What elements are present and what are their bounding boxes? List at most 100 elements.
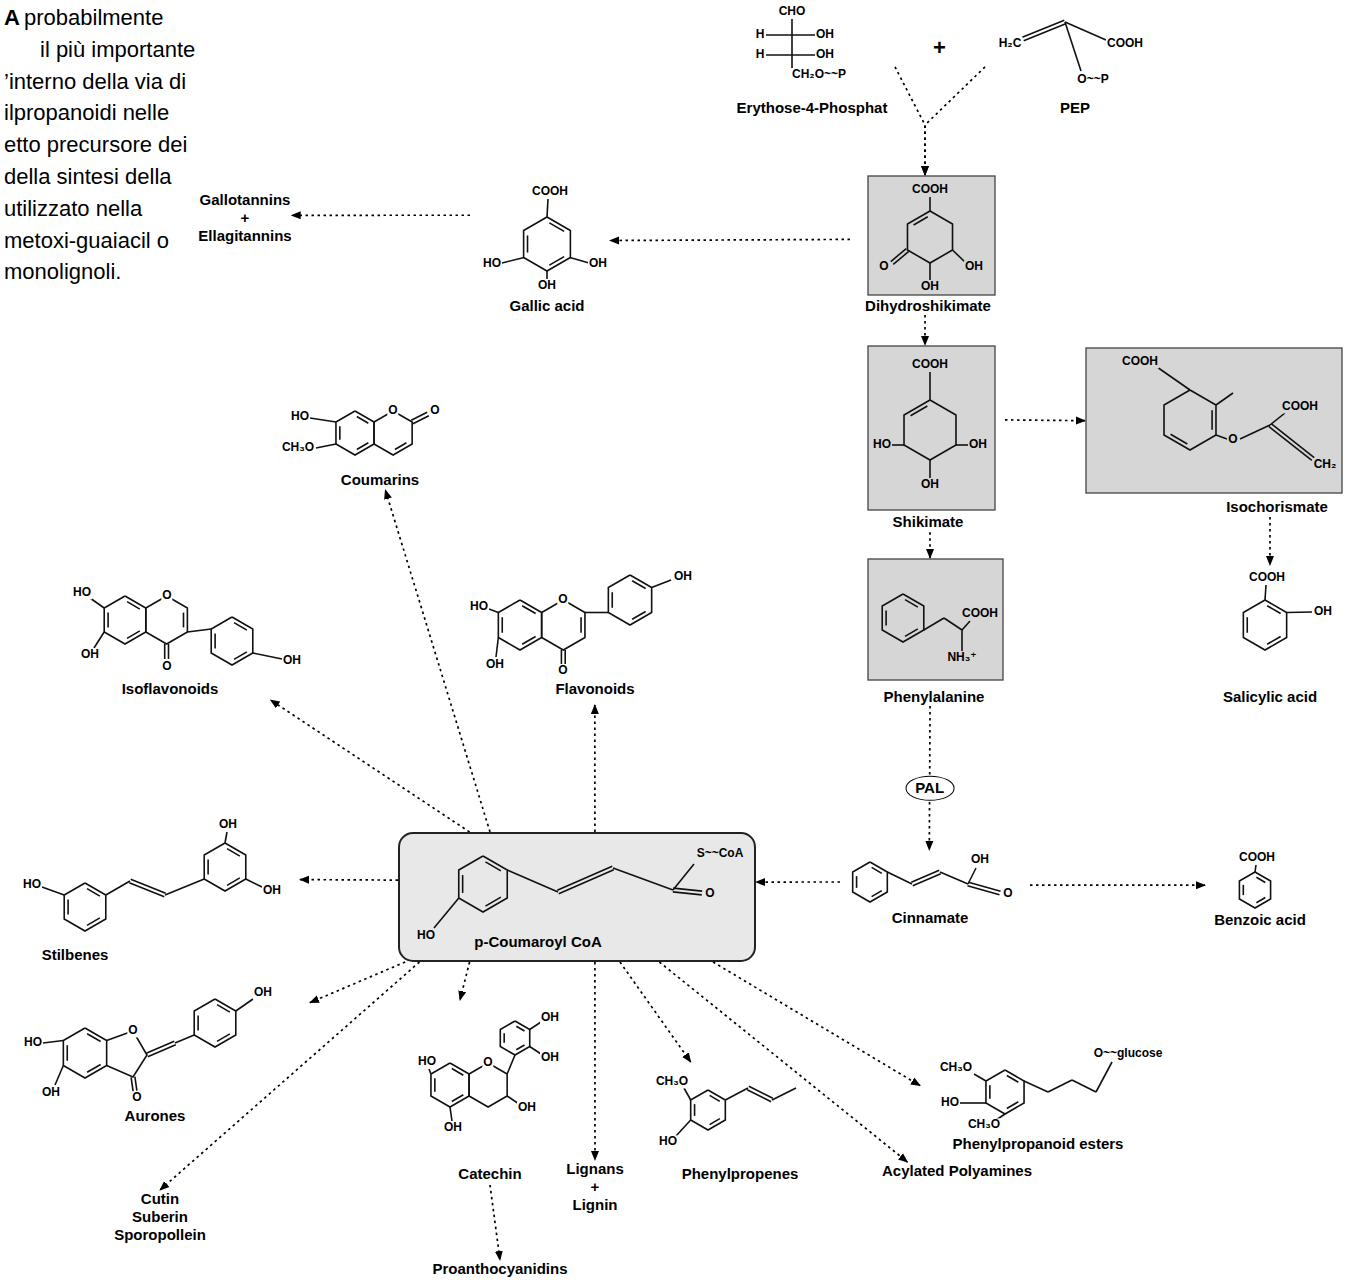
atom-label: OH (815, 28, 835, 41)
chemical-bond (66, 1045, 68, 1061)
chemical-bond (766, 34, 816, 36)
compound-name: Dihydroshikimate (865, 298, 991, 315)
chemical-bond (929, 197, 931, 211)
compound-node: FlavonoidsHOOOHOHO (465, 565, 730, 705)
chemical-bond (929, 372, 931, 400)
chemical-bond (165, 879, 204, 895)
chemical-bond (673, 864, 694, 890)
atom-label: CH₂ (1313, 458, 1338, 471)
chemical-bond (527, 235, 529, 252)
compound-name: Lignans + Lignin (566, 1160, 624, 1214)
structure-drawing (470, 182, 610, 315)
atom-label: COOH (1248, 571, 1286, 584)
chemical-bond (1271, 424, 1314, 458)
chemical-bond (175, 1035, 194, 1043)
chemical-bond (413, 416, 429, 424)
atom-label: H₂C (998, 37, 1023, 50)
chemical-bond (522, 606, 535, 614)
chemical-bond (1256, 898, 1265, 903)
atom-label: OH (968, 438, 988, 451)
chemical-bond (547, 199, 548, 217)
atom-label: OH (970, 853, 990, 866)
chemical-bond (63, 1028, 106, 1078)
chemical-bond (211, 617, 253, 665)
chemical-bond (246, 879, 262, 887)
chemical-bond (882, 594, 924, 642)
chemical-bond (43, 1041, 63, 1044)
caption-fragment: monolignoli. (4, 259, 121, 285)
compound-name: Phenylalanine (884, 689, 985, 706)
chemical-bond (608, 575, 651, 625)
atom-label: OH (282, 654, 302, 667)
chemical-bond (924, 618, 944, 630)
chemical-bond (207, 860, 209, 875)
atom-label: OH (920, 478, 940, 491)
compound-node: p-Coumaroyl CoAS~~CoAOHO (398, 832, 756, 962)
atom-label: COOH (1121, 355, 1159, 368)
chemical-bond (168, 644, 170, 659)
chemical-bond (87, 889, 100, 896)
compound-node: CoumarinsHOOOCH₃O (280, 398, 495, 490)
compound-node: IsoflavonoidsHOOOHOOH (60, 575, 320, 700)
atom-label: O~~P (1076, 73, 1109, 86)
chemical-bond (1267, 636, 1280, 644)
pathway-arrow (594, 705, 596, 832)
compound-node: IsochorismateCOOHCOOHOCH₂ (1085, 345, 1347, 517)
compound-name: Gallic acid (509, 298, 584, 315)
chemical-bond (632, 581, 645, 589)
compound-name: Phenylpropenes (682, 1166, 799, 1183)
compound-node: StilbenesOHHOOH (10, 815, 300, 965)
compound-name: Cinnamate (892, 910, 969, 927)
chemical-bond (234, 652, 247, 659)
chemical-bond (989, 1085, 991, 1098)
plus-sign: + (933, 35, 946, 61)
pathway-arrow (594, 962, 596, 1160)
pathway-arrow (460, 962, 470, 1000)
chemical-bond (452, 1069, 464, 1076)
atom-label: COOH (1238, 851, 1276, 864)
chemical-bond (87, 1064, 100, 1072)
atom-label: HO (72, 586, 92, 599)
chemical-bond (55, 1066, 63, 1086)
chemical-bond (546, 271, 548, 279)
atom-label: CHO (778, 5, 807, 18)
chemical-bond (485, 897, 500, 906)
chemical-bond (127, 602, 140, 609)
chemical-bond (673, 892, 702, 895)
chemical-bond (652, 580, 671, 588)
pathway-arrow (271, 700, 470, 832)
chemical-bond (929, 263, 931, 280)
compound-name: Isoflavonoids (122, 681, 219, 698)
chemical-bond (104, 596, 146, 644)
chemical-bond (204, 843, 246, 891)
chemical-bond (489, 609, 498, 613)
chemical-bond (1255, 865, 1256, 872)
chemical-bond (856, 876, 858, 888)
atom-label: NH₃⁺ (946, 651, 977, 664)
chemical-bond (1157, 367, 1190, 390)
atom-label: HO (469, 600, 489, 613)
chemical-bond (914, 217, 928, 225)
highlight-box (868, 176, 995, 295)
compound-node: AuronesOHOHOOHO (15, 963, 310, 1128)
caption-fragment: ’interno della via di (4, 69, 186, 95)
chemical-bond (1239, 872, 1270, 908)
caption-fragment: metoxi-guaiacil o (4, 228, 169, 254)
chemical-bond (502, 258, 524, 264)
atom-label: HO (23, 1036, 43, 1049)
atom-label: OH (517, 1101, 537, 1114)
atom-label: CH₃O (281, 441, 315, 454)
pathway-arrow (659, 962, 907, 1162)
chemical-bond (107, 1031, 147, 1077)
chemical-bond (1164, 390, 1216, 450)
chemical-bond (462, 875, 464, 893)
chemical-bond (429, 1069, 431, 1074)
chemical-bond (986, 1070, 1024, 1114)
compound-node: Salicylic acidCOOHOH (1195, 565, 1345, 707)
chemical-bond (357, 443, 369, 450)
compound-node: PhenylalanineCOOHNH₃⁺ (858, 558, 1010, 706)
chemical-bond (872, 867, 882, 873)
pathway-arrow (610, 239, 850, 240)
chemical-bond (336, 411, 374, 455)
chemical-bond (1243, 885, 1245, 895)
